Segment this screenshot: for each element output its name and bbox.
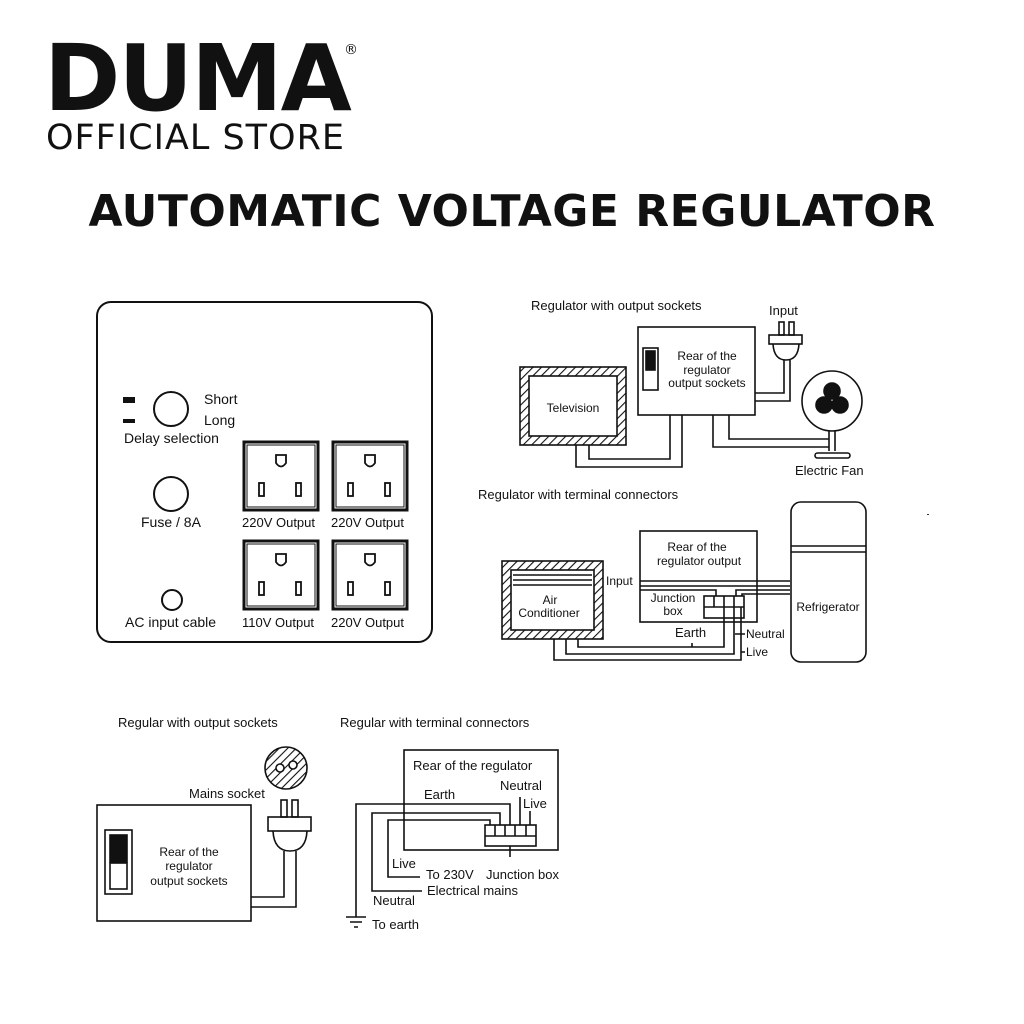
electrical-mains-label: Electrical mains — [427, 883, 519, 898]
to-earth-label: To earth — [372, 917, 419, 932]
refrigerator-label: Refrigerator — [796, 600, 859, 614]
live-label: Live — [746, 645, 768, 659]
regulator-rear-box — [96, 804, 252, 922]
rear-label-line: output sockets — [668, 376, 745, 390]
plug-icon — [768, 321, 803, 361]
mains-socket-icon — [264, 746, 308, 790]
delay-selection-label: Delay selection — [124, 430, 219, 446]
neutral-top-label: Neutral — [500, 778, 542, 793]
regulator-rear-box — [403, 749, 559, 851]
plug-icon — [267, 799, 312, 852]
short-indicator-icon — [123, 397, 135, 403]
outlet-label: 220V Output — [331, 515, 404, 530]
brand-logo: DUMA — [44, 25, 352, 132]
rear-label-line: Rear of the — [159, 845, 219, 859]
live-label: Live — [392, 856, 416, 871]
input-label: Input — [769, 303, 798, 318]
rear-label: Rear of the regulator — [413, 758, 533, 773]
mains-socket-label: Mains socket — [189, 786, 265, 801]
delay-selection-button[interactable] — [153, 391, 189, 427]
junction-label-line: box — [663, 604, 682, 618]
earth-label: Earth — [675, 625, 706, 640]
neutral-label: Neutral — [746, 627, 785, 641]
television-label: Television — [547, 401, 600, 415]
ac-label-line: Air — [543, 593, 558, 607]
power-outlet-icon — [242, 440, 320, 512]
neutral-label: Neutral — [373, 893, 415, 908]
page-title: AUTOMATIC VOLTAGE REGULATOR — [88, 186, 936, 237]
outlet-label: 220V Output — [331, 615, 404, 630]
rear-label-line: Rear of the — [667, 540, 727, 554]
outlet-label: 110V Output — [242, 615, 314, 630]
rear-label-line: output sockets — [150, 874, 227, 888]
rear-label-line: regulator output — [657, 554, 742, 568]
power-outlet-icon — [331, 440, 409, 512]
diagram-title: Regular with output sockets — [118, 715, 278, 730]
brand-subtitle: OFFICIAL STORE — [46, 118, 346, 158]
long-indicator-icon — [123, 419, 135, 423]
power-outlet-icon — [331, 539, 409, 611]
outlet-label: 220V Output — [242, 515, 315, 530]
live-top-label: Live — [523, 796, 547, 811]
junction-label-line: Junction — [651, 591, 696, 605]
outlet-group — [242, 440, 409, 611]
diagram-title: Regulator with output sockets — [531, 298, 702, 313]
front-panel — [96, 301, 433, 643]
diagram-title: Regulator with terminal connectors — [478, 487, 679, 502]
regulator-rear-box — [639, 530, 758, 623]
delay-long-label: Long — [204, 412, 235, 428]
electric-fan-label: Electric Fan — [795, 463, 864, 478]
electric-fan-icon — [801, 370, 863, 459]
delay-short-label: Short — [204, 391, 238, 407]
ac-input-label: AC input cable — [125, 614, 216, 630]
registered-mark: ® — [344, 42, 358, 58]
ac-input-cable-port — [161, 589, 183, 611]
diagram-title: Regular with terminal connectors — [340, 715, 530, 730]
ac-label-line: Conditioner — [518, 606, 579, 620]
stray-mark — [927, 514, 929, 515]
fuse-holder[interactable] — [153, 476, 189, 512]
rear-label-line: Rear of the — [677, 349, 737, 363]
regulator-rear-box — [637, 326, 756, 416]
rear-label-line: regulator — [683, 363, 730, 377]
power-outlet-icon — [242, 539, 320, 611]
refrigerator-icon — [790, 501, 867, 663]
input-label: Input — [606, 574, 633, 588]
rear-label-line: regulator — [165, 859, 212, 873]
junction-box-label: Junction box — [486, 867, 559, 882]
earth-label: Earth — [424, 787, 455, 802]
fuse-label: Fuse / 8A — [141, 514, 202, 530]
to-230v-label: To 230V — [426, 867, 474, 882]
